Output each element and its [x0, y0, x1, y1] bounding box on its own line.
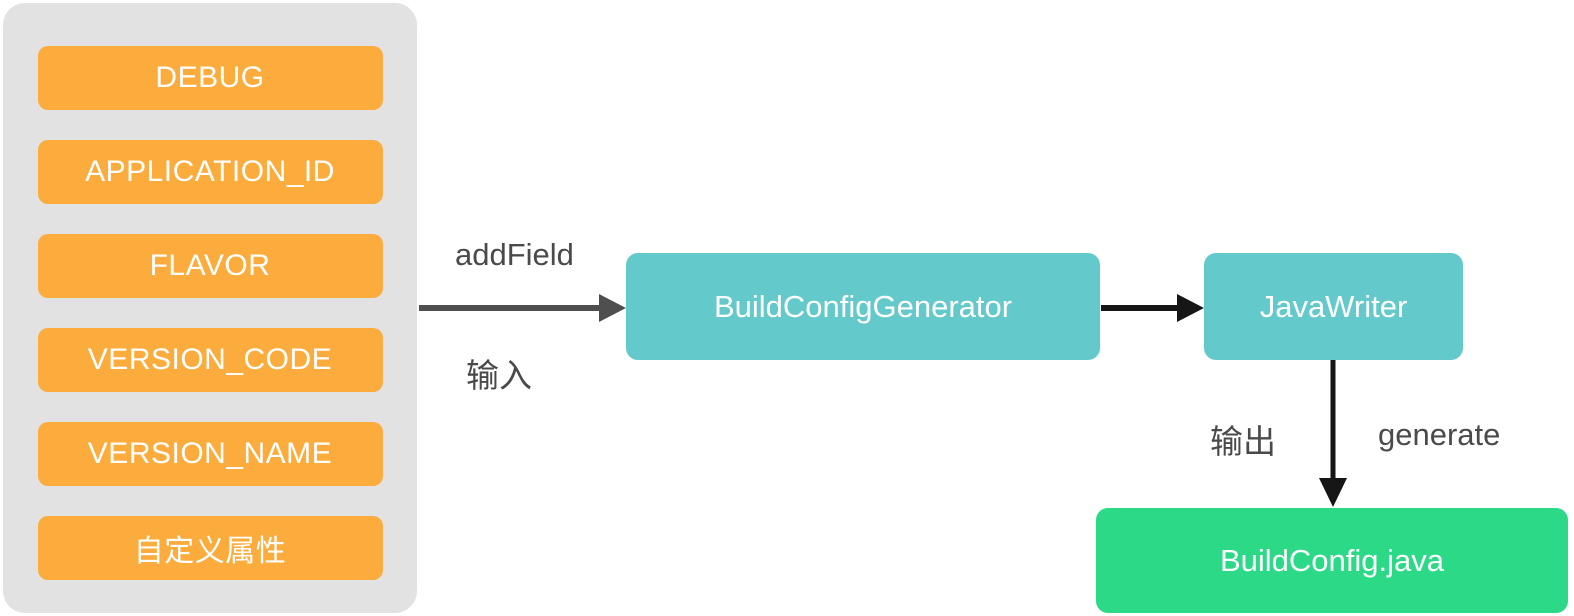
edge-javawriter-to-output-arrow [1319, 360, 1347, 507]
field-item-version-name: VERSION_NAME [37, 422, 383, 486]
edge-addfield-arrow [419, 294, 626, 322]
fields-panel: DEBUG APPLICATION_ID FLAVOR VERSION_CODE… [3, 3, 417, 613]
field-item-application-id: APPLICATION_ID [37, 140, 383, 204]
edge-label-input: 输入 [466, 357, 532, 394]
edge-label-output: 输出 [1210, 423, 1276, 460]
node-buildconfig-java: BuildConfig.java [1096, 508, 1568, 613]
node-javawriter: JavaWriter [1204, 253, 1463, 360]
node-buildconfiggenerator: BuildConfigGenerator [626, 253, 1100, 360]
edge-label-generate: generate [1378, 417, 1501, 452]
field-item-version-code: VERSION_CODE [37, 328, 383, 392]
edge-generator-to-javawriter-arrow [1101, 294, 1204, 322]
field-item-flavor: FLAVOR [37, 234, 383, 298]
edge-label-addfield: addField [455, 237, 574, 272]
field-item-debug: DEBUG [37, 46, 383, 110]
field-item-custom-attrs: 自定义属性 [37, 516, 383, 580]
